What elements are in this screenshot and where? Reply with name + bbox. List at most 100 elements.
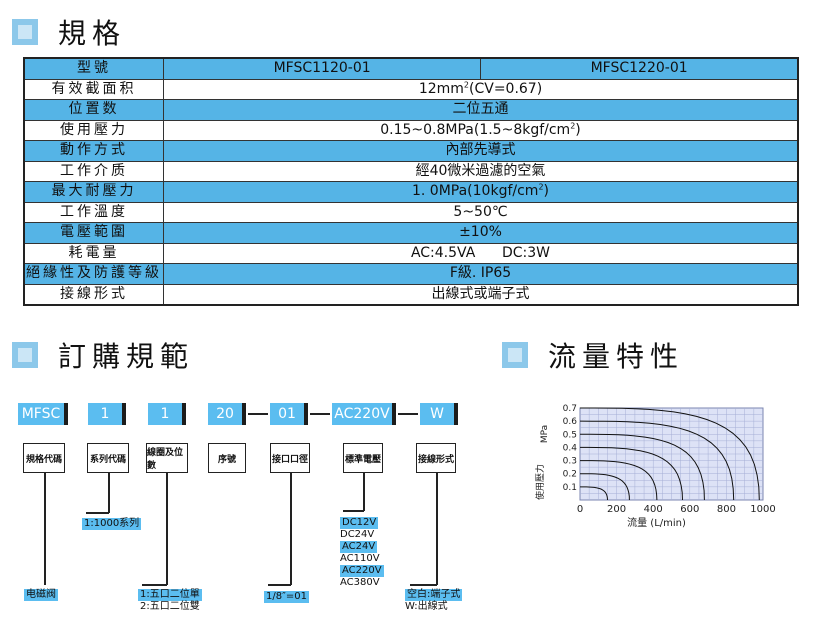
spec-row-value: 經40微米過濾的空氣 (163, 160, 799, 182)
connector-line (268, 584, 291, 586)
code-box-serial: 20 (208, 403, 246, 425)
code-box-voltage: AC220V (332, 403, 396, 425)
y-tick-label: 0.2 (563, 470, 577, 480)
code-box-model: MFSC (18, 403, 68, 425)
spec-header-model-1: MFSC1120-01 (162, 57, 482, 80)
spec-row-label: 最大耐壓力 (23, 181, 164, 203)
spec-row: 位置数二位五通 (23, 99, 799, 121)
spec-table: 型號 MFSC1120-01 MFSC1220-01 有效截面积 12mm 2 (CV… (23, 57, 799, 306)
port-option: 1/8″=01 (264, 591, 309, 603)
code-box-coil: 1 (148, 403, 186, 425)
position-option-1: 1:五口二位單 (138, 589, 202, 601)
name-box-series: 系列代碼 (87, 443, 129, 473)
connector-line (44, 473, 46, 585)
code-box-wiring: W (420, 403, 458, 425)
connector-line (108, 473, 110, 513)
spec-row-value: 出線式或端子式 (163, 283, 799, 306)
y-tick-label: 0.3 (563, 457, 577, 467)
spec-row-label: 絕緣性及防護等級 (23, 263, 164, 285)
spec-row: 動作方式 內部先導式 (23, 140, 799, 162)
code-dash (398, 413, 418, 415)
x-axis-label: 流量 (L/min) (627, 516, 686, 529)
spec-row-value: 5~50℃ (163, 201, 799, 223)
flow-section-heading: 流量特性 (502, 335, 684, 375)
spec-row-label: 工作溫度 (23, 201, 164, 223)
spec-value-text: 二位五通 (452, 101, 509, 118)
name-box-serial: 序號 (208, 443, 246, 473)
series-option: 1:1000系列 (82, 518, 142, 530)
code-box-series: 1 (88, 403, 126, 425)
spec-value-text: 內部先導式 (445, 142, 516, 159)
type-option: 电磁阀 (24, 589, 58, 601)
spec-value-superscript: 2 (538, 182, 544, 192)
voltage-option: DC24V (340, 529, 375, 540)
spec-value-text: 出線式或端子式 (431, 285, 530, 302)
y-tick-label: 0.6 (563, 417, 578, 427)
spec-row: 工作介质 經40微米過濾的空氣 (23, 160, 799, 182)
spec-row: 電壓範圍±10% (23, 222, 799, 244)
voltage-option: AC220V (340, 565, 384, 577)
flow-curve (580, 473, 630, 501)
y-axis-label: 使用壓力 (534, 464, 546, 500)
spec-row-label: 有效截面积 (23, 78, 164, 100)
flow-curve (579, 420, 735, 501)
spec-row-label: 動作方式 (23, 140, 164, 162)
spec-value-superscript: 2 (570, 121, 576, 131)
connector-line (410, 584, 437, 586)
square-bullet-icon (12, 19, 38, 45)
wiring-option: 空白:端子式 (405, 589, 463, 601)
spec-value-text: 1. 0MPa(10kgf/cm (412, 183, 539, 200)
square-bullet-icon (502, 342, 528, 368)
x-tick-label: 800 (717, 504, 736, 515)
spec-row-label: 工作介质 (23, 160, 164, 182)
spec-row: 工作溫度 5~50℃ (23, 201, 799, 223)
flow-curve (580, 486, 608, 501)
spec-header-label: 型號 (23, 57, 164, 80)
connector-line (363, 473, 365, 511)
spec-row-value: 0.15~0.8MPa(1.5~8kgf/cm2) (163, 119, 799, 141)
spec-value-text: ±10% (459, 224, 502, 241)
spec-value-text: F級. IP65 (449, 265, 512, 282)
spec-title: 規格 (58, 17, 127, 50)
y-tick-label: 0.5 (563, 430, 577, 440)
connector-line (86, 512, 109, 514)
y-tick-label: 0.7 (563, 404, 577, 414)
name-box-port: 接口口徑 (270, 443, 310, 473)
spec-row-value: 二位五通 (163, 99, 799, 121)
order-section-heading: 訂購規範 (12, 335, 194, 375)
spec-value-text: AC:4.5VA DC:3W (410, 244, 551, 261)
flow-curve (580, 446, 683, 501)
x-tick-label: 400 (644, 504, 663, 515)
square-bullet-icon (12, 342, 38, 368)
spec-header-model-2: MFSC1220-01 (480, 57, 799, 80)
code-dash (248, 413, 268, 415)
name-box-wiring: 接線形式 (416, 443, 456, 473)
spec-row-label: 接線形式 (23, 283, 164, 306)
spec-row-value: 1. 0MPa(10kgf/cm2) (163, 181, 799, 203)
connector-line (142, 584, 167, 586)
spec-row-value: 內部先導式 (163, 140, 799, 162)
order-title: 訂購規範 (58, 340, 195, 373)
spec-value-text: 5~50℃ (453, 203, 508, 220)
code-box-port: 01 (270, 403, 308, 425)
spec-section-heading: 規格 (12, 12, 126, 52)
wiring-option: W:出線式 (405, 601, 448, 612)
spec-row-value: AC:4.5VA DC:3W (163, 242, 799, 264)
spec-value-text: 經40微米過濾的空氣 (415, 162, 546, 179)
connector-line (343, 510, 364, 512)
spec-table-header: 型號 MFSC1120-01 MFSC1220-01 (23, 57, 799, 80)
connector-line (166, 473, 168, 585)
spec-value-text: 12mm (418, 80, 464, 97)
flow-curve (580, 433, 705, 501)
spec-value-text: 0.15~0.8MPa(1.5~8kgf/cm (380, 121, 571, 138)
code-dash (310, 413, 330, 415)
spec-value-suffix: (CV=0.67) (469, 80, 543, 97)
name-box-model: 規格代碼 (23, 443, 65, 473)
voltage-option: AC110V (340, 553, 380, 564)
